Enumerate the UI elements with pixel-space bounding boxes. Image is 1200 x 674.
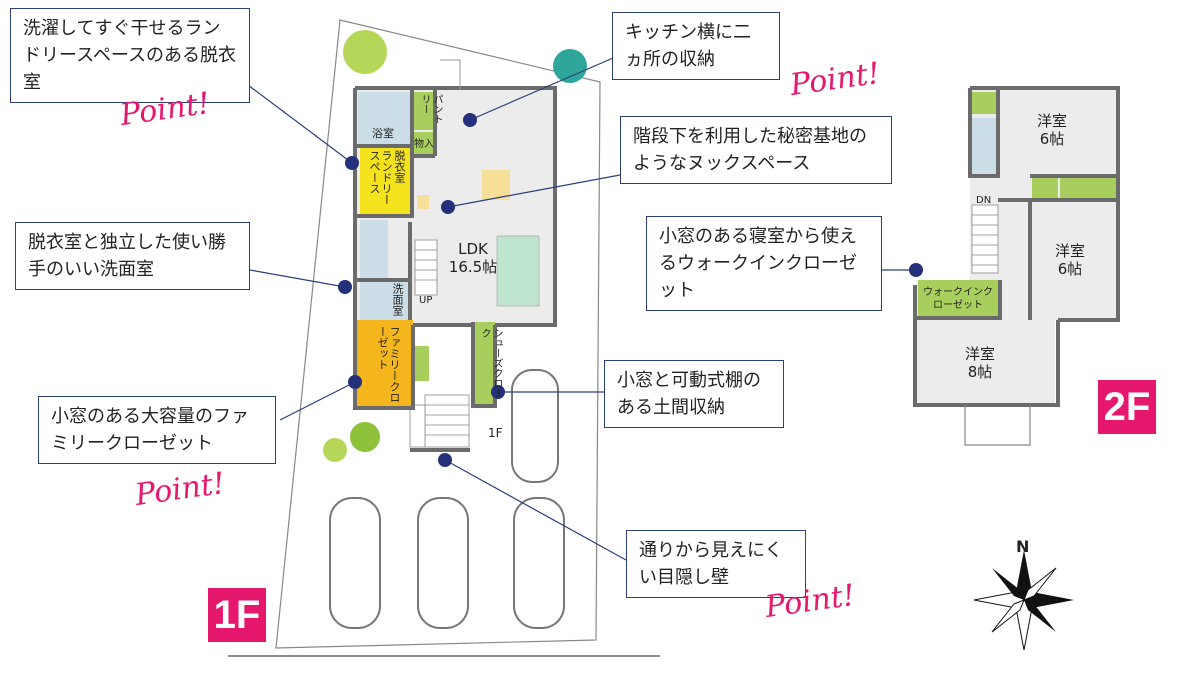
stairs-2f: [971, 204, 999, 274]
stairs-1f: [409, 239, 470, 448]
room-laundry: ランドリースペース: [368, 150, 393, 205]
2f-toilet: [972, 118, 998, 176]
2f-storage-1: [972, 92, 998, 114]
room-family-closet: ファミリークローゼット: [376, 326, 401, 403]
label-up: UP: [419, 295, 433, 306]
callout-nook: 階段下を利用した秘密基地のようなヌックスペース: [620, 116, 892, 184]
entry-1: [440, 59, 461, 90]
callout-bedroom: 小窓のある寝室から使えるウォークインクローゼット: [646, 216, 882, 311]
floor-badge-2f: 2F: [1098, 380, 1156, 434]
tree-icon: [350, 422, 380, 452]
car-icons: [329, 369, 565, 629]
wash-fill: [360, 280, 410, 320]
tree-icon: [323, 438, 347, 462]
callout-laundry: 洗濯してすぐ干せるランドリースペースのある脱衣室: [10, 8, 250, 103]
nook-table: [417, 195, 429, 209]
2f-storage-2: [1032, 178, 1058, 200]
dining-table: [482, 170, 510, 200]
callout-wall: 通りから見えにくい目隠し壁: [626, 530, 806, 598]
family-closet-fill: [355, 320, 413, 408]
room-2f-2-size: 6帖: [1057, 260, 1083, 278]
walls-2f: [913, 86, 1120, 407]
callout-shoes: 小窓と可動式棚のある土間収納: [604, 360, 784, 428]
toilet-fill: [360, 220, 388, 280]
site-boundary: [275, 19, 601, 649]
walls-1f: [353, 86, 557, 410]
room-ldk-size: 16.5帖: [448, 258, 498, 276]
callout-closet: 小窓のある大容量のファミリークローゼット: [38, 396, 276, 464]
sofa: [496, 235, 540, 307]
room-wash: 洗面室: [391, 283, 404, 316]
tree-icon: [343, 30, 387, 74]
room-ldk: LDK: [458, 240, 488, 258]
label-1f: 1F: [488, 426, 503, 440]
room-pantry: パントリー: [419, 94, 442, 124]
room-2f-2: 洋室: [1054, 242, 1085, 260]
compass-icon: [973, 550, 1074, 651]
room-storage: 物入: [414, 139, 434, 150]
room-2f-1-size: 6帖: [1039, 130, 1065, 148]
2f-balcony: [964, 405, 1031, 446]
2f-wic-fill: [918, 280, 998, 318]
room-bath: 浴室: [372, 127, 394, 140]
tree-icon: [553, 49, 587, 83]
bath-fill: [358, 92, 410, 144]
room-2f-3: 洋室: [964, 345, 995, 363]
storage-fill: [413, 132, 435, 156]
room-2f-1: 洋室: [1036, 112, 1067, 130]
room-2f-wic: ウォークインクローゼット: [923, 287, 993, 311]
label-dn: DN: [976, 195, 992, 206]
room-2f-3-size: 8帖: [967, 363, 993, 381]
pantry-fill: [413, 92, 435, 130]
green-storage: [413, 346, 429, 381]
compass-north-label: N: [1016, 537, 1030, 556]
room-shoe-closet: シューズクローク: [479, 328, 502, 398]
shoe-closet-fill: [473, 322, 495, 406]
room-dressing: 脱衣室: [393, 150, 406, 183]
callout-dots: [338, 113, 923, 467]
callout-kitchen: キッチン横に二ヵ所の収納: [612, 12, 780, 80]
2f-storage-3: [1060, 178, 1116, 200]
laundry-fill: [360, 146, 412, 214]
floor-badge-1f: 1F: [208, 588, 266, 642]
callout-washroom: 脱衣室と独立した使い勝手のいい洗面室: [15, 222, 250, 290]
